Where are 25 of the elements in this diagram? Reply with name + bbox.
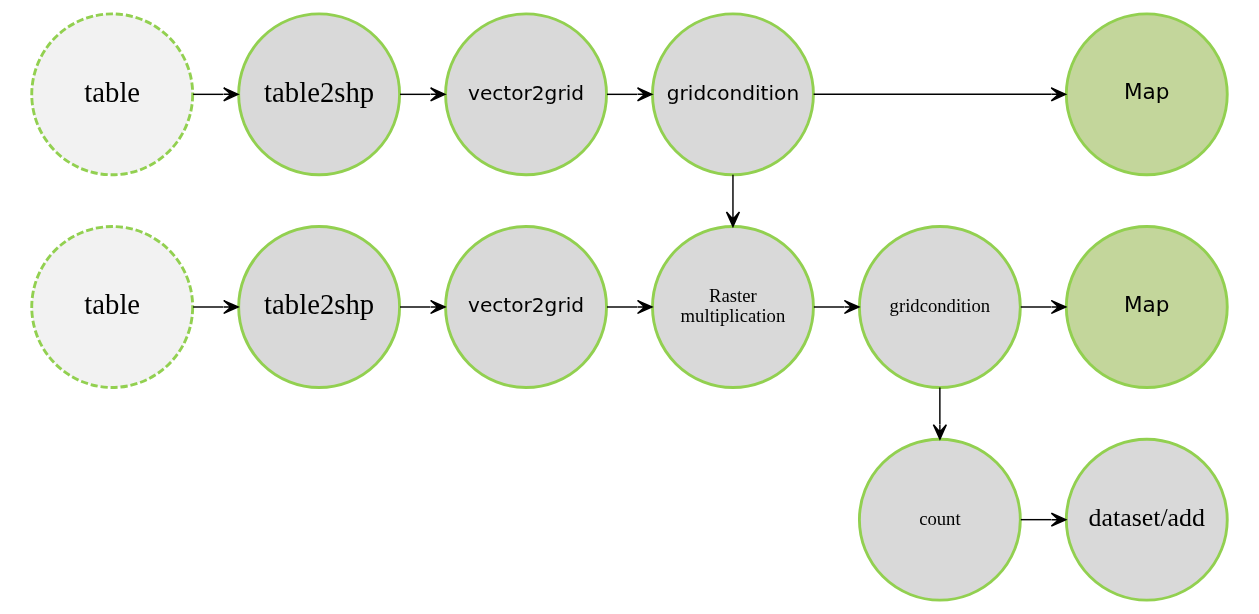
node-circle: vector2grid [444,12,608,177]
arrow [932,386,948,440]
arrow [812,87,1067,102]
arrow [399,87,446,102]
arrow [1020,512,1067,527]
arrow [606,299,653,315]
arrow [1020,299,1067,315]
arrow [725,174,741,228]
node-circle: table [30,225,195,389]
arrow [606,87,653,102]
arrow [192,87,239,102]
node-circle: dataset/add [1064,437,1229,602]
node-circle: Map [1064,225,1229,389]
arrow [399,299,446,315]
node-circle: Raster multiplication [651,225,815,389]
node-circle: Map [1064,12,1229,177]
node-circle: count [857,437,1022,602]
arrow [813,299,860,315]
node-circle: table2shp [237,225,402,389]
node-circle: table2shp [237,12,402,177]
node-circle: gridcondition [857,225,1022,389]
node-circle: table [30,12,195,177]
node-circle: vector2grid [444,225,608,389]
arrow [192,299,239,315]
node-circle: gridcondition [651,12,815,177]
